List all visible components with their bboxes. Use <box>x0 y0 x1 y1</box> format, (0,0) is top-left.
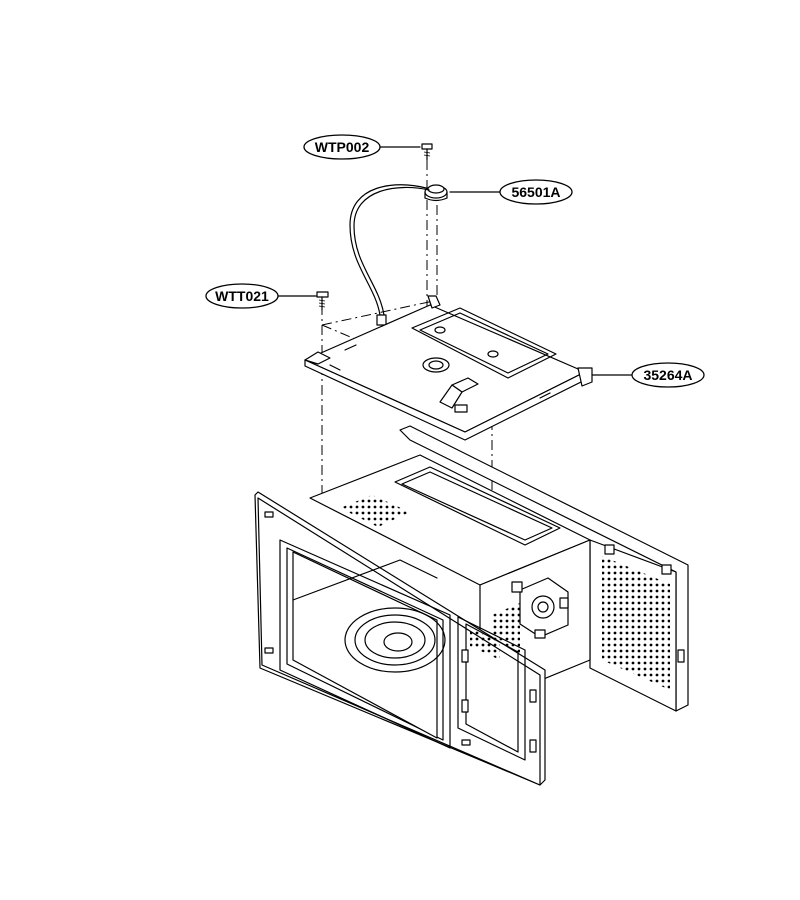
leader-lines <box>277 146 633 376</box>
callout-wtt021: WTT021 <box>205 283 279 309</box>
callout-wtp002: WTP002 <box>303 134 381 160</box>
callout-56501a-text: 56501A <box>511 184 560 200</box>
screw-wtp002-part <box>421 143 433 161</box>
screw-wtt021-part <box>316 291 329 311</box>
callout-35264a: 35264A <box>631 362 705 388</box>
callout-wtp002-text: WTP002 <box>315 139 370 155</box>
sensor-56501a-part <box>349 184 448 326</box>
bracket-plate-35264a-part <box>304 295 593 441</box>
callout-56501a: 56501A <box>499 179 573 205</box>
callout-wtt021-text: WTT021 <box>215 288 269 304</box>
callout-35264a-text: 35264A <box>643 367 692 383</box>
microwave-cavity-assembly <box>254 425 689 786</box>
